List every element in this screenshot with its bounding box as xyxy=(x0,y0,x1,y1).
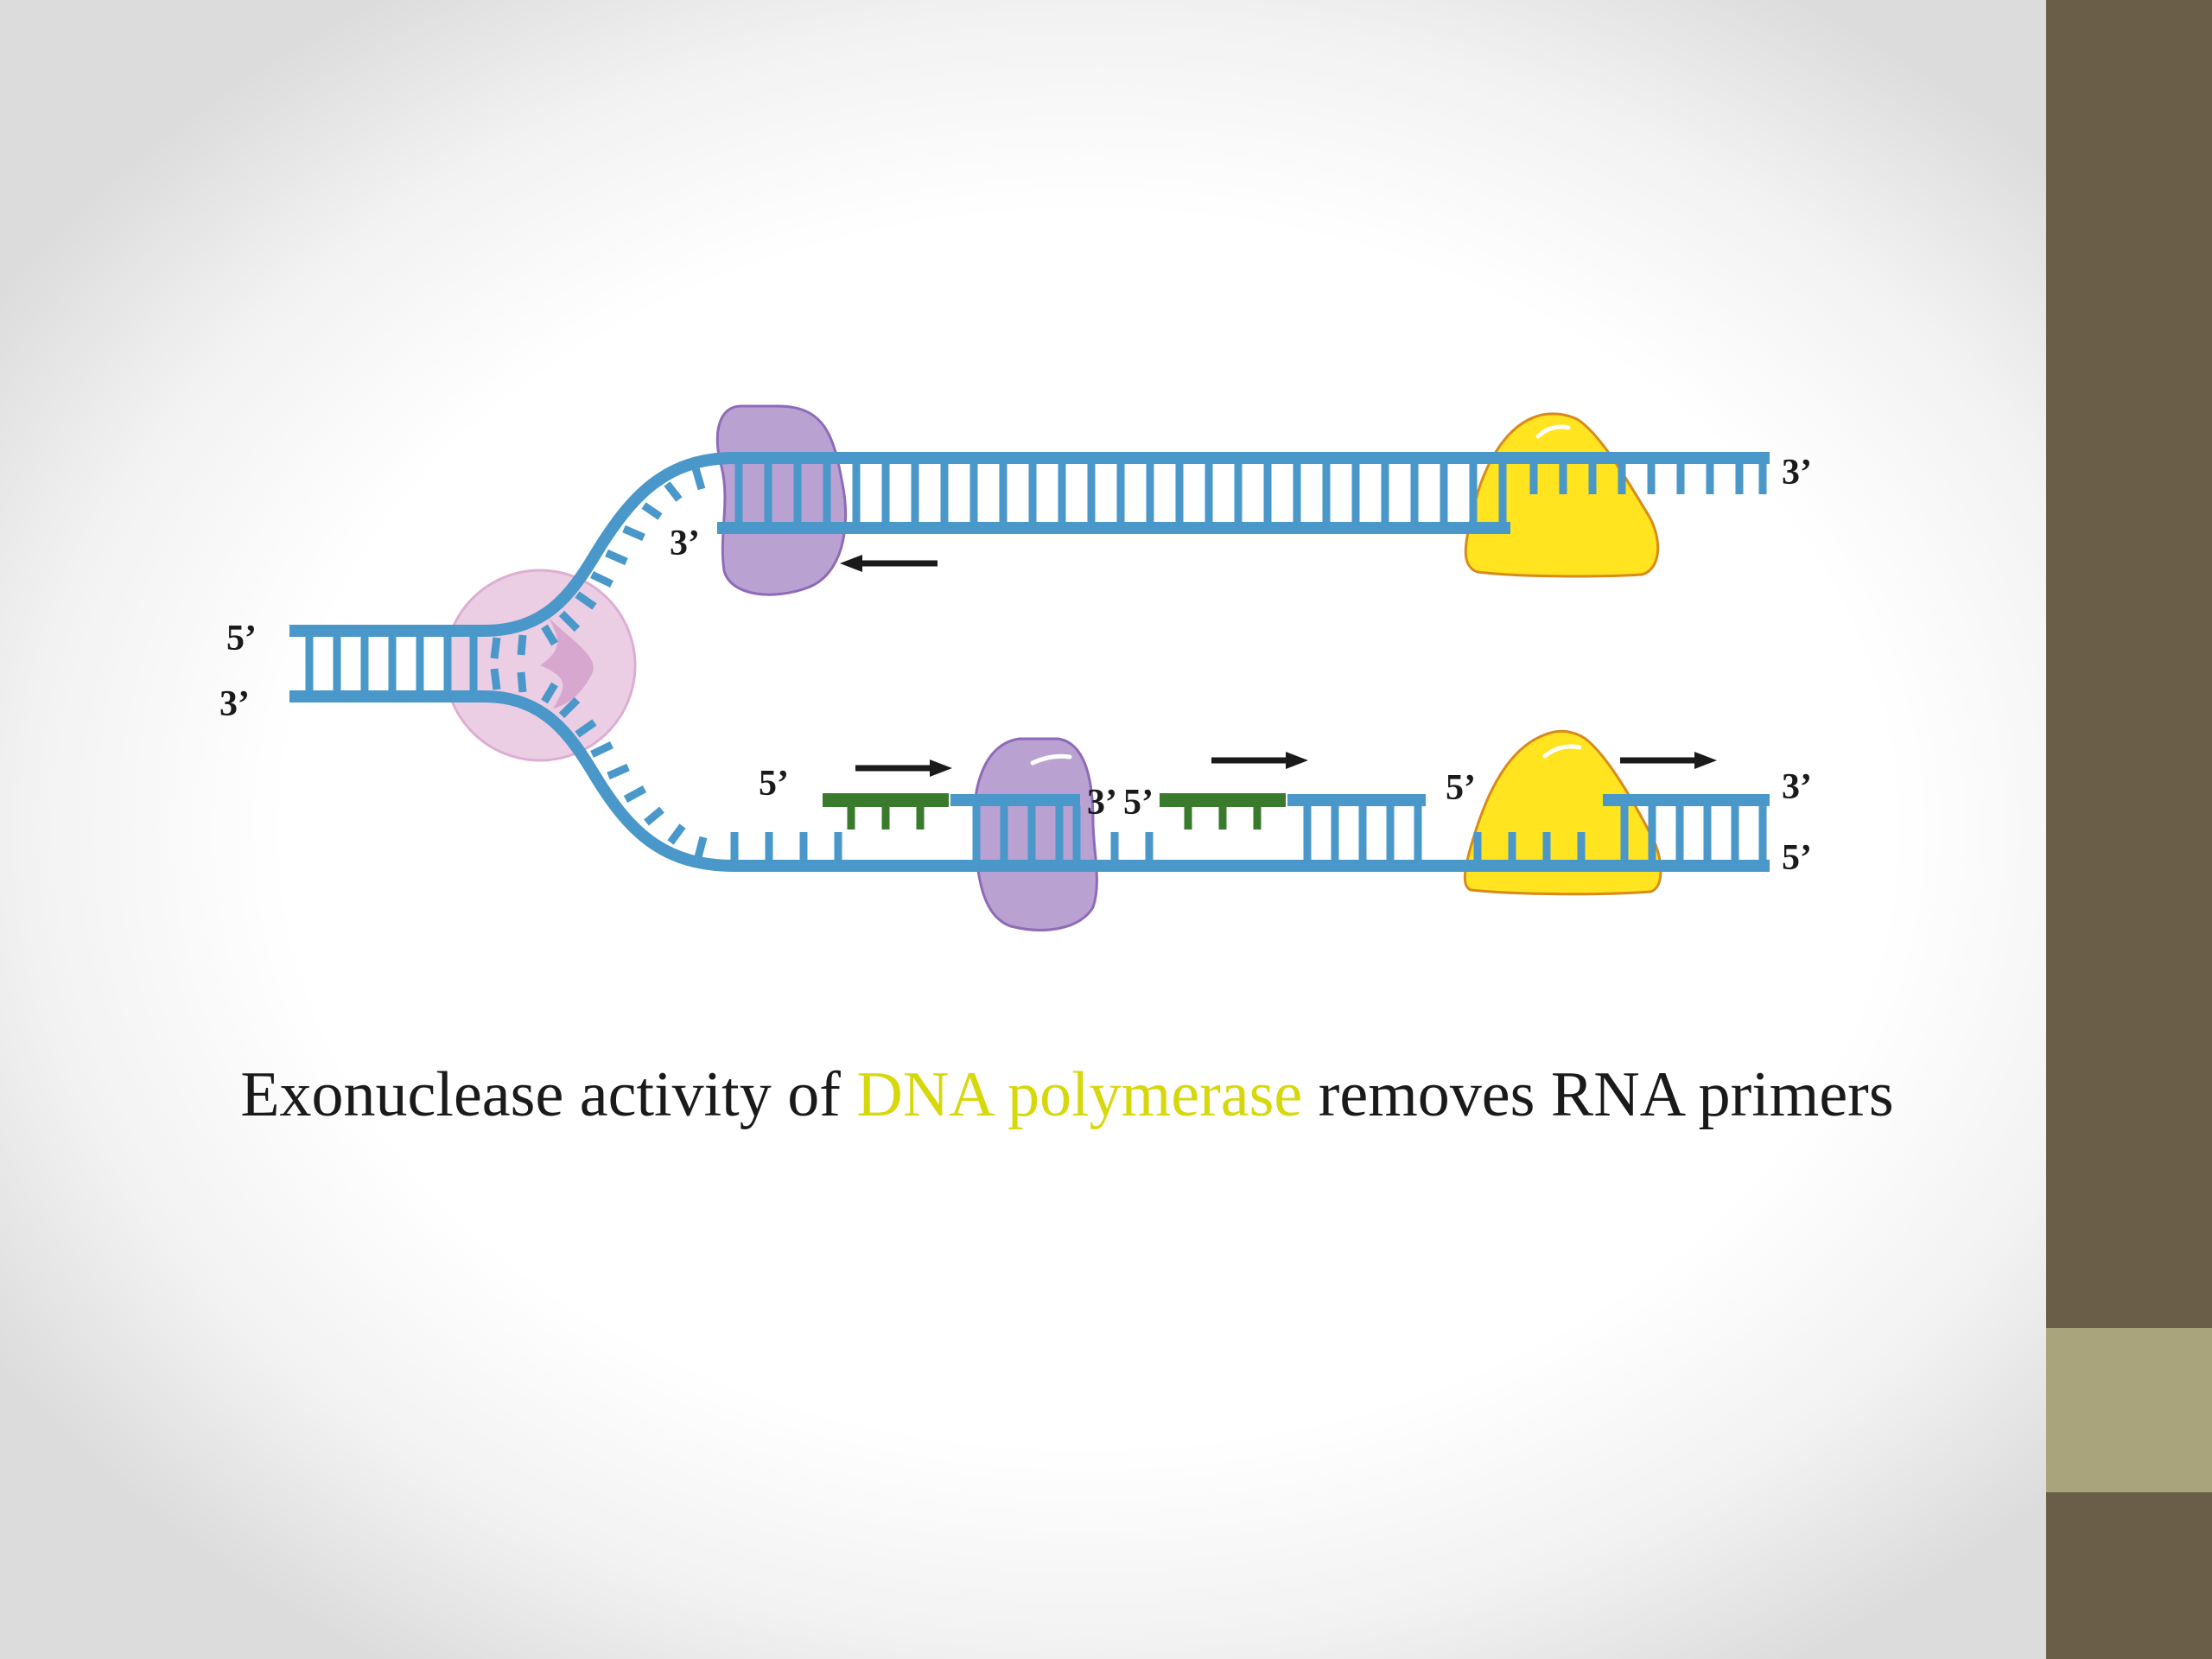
label-fragment-3prime: 3’ xyxy=(1087,783,1117,823)
dna-replication-diagram: 5’ 3’ 3’ 3’ 5’ 3’ 5’ 5’ 3’ 5’ xyxy=(219,404,1812,931)
slide-caption: Exonuclease activity of DNA polymerase r… xyxy=(0,1058,2134,1132)
rna-primer-1-rungs xyxy=(847,806,925,830)
label-bottom-right-5prime: 5’ xyxy=(1782,838,1812,878)
strand-labels: 5’ 3’ 3’ 3’ 5’ 3’ 5’ 5’ 3’ 5’ xyxy=(219,453,1812,878)
direction-arrows xyxy=(840,555,1717,777)
arrow-right-primer-2 xyxy=(1211,752,1308,769)
label-top-right-3prime: 3’ xyxy=(1782,453,1812,493)
top-ligase-highlight xyxy=(1535,424,1571,439)
arrow-left-leading xyxy=(840,555,938,572)
label-left-top-5prime: 5’ xyxy=(226,619,257,658)
parental-top-strand xyxy=(289,452,1770,637)
top-ligase-body xyxy=(1464,412,1660,578)
top-ligase xyxy=(1464,412,1660,578)
bottom-ligase-highlight xyxy=(1542,744,1582,759)
label-primer-1-5prime: 5’ xyxy=(759,764,789,804)
caption-highlight-dna-polymerase: DNA polymerase xyxy=(856,1059,1303,1130)
sidebar-bottom-block xyxy=(2046,1492,2212,1659)
label-fragment-3-5prime: 5’ xyxy=(1446,768,1476,808)
sidebar-decoration xyxy=(2046,0,2212,1659)
lagging-polymerase-highlight xyxy=(1030,753,1072,766)
label-leading-3prime: 3’ xyxy=(670,524,700,563)
lagging-duplex-rungs xyxy=(972,806,1767,860)
arrow-right-fragment-3 xyxy=(1620,752,1717,769)
arrow-right-primer-1 xyxy=(855,760,952,777)
dna-strands xyxy=(289,452,1770,872)
sidebar-top-block xyxy=(2046,0,2212,1328)
top-template-teeth xyxy=(1529,464,1767,494)
parental-duplex-rungs xyxy=(305,637,478,690)
parental-bottom-strand xyxy=(289,690,1770,872)
rna-primers xyxy=(823,793,1286,830)
helicase-notch xyxy=(540,618,594,709)
rna-primer-2-rungs xyxy=(1184,806,1262,830)
label-bottom-right-3prime: 3’ xyxy=(1782,767,1812,807)
label-left-bottom-3prime: 3’ xyxy=(219,684,250,724)
lagging-template-teeth xyxy=(730,832,1586,860)
caption-text-start: Exonuclease activity of xyxy=(240,1059,857,1130)
helicase xyxy=(443,569,637,762)
caption-text-end: removes RNA primers xyxy=(1302,1059,1894,1130)
fork-bottom-teeth xyxy=(490,668,708,859)
sidebar-accent-block xyxy=(2046,1328,2212,1492)
fork-top-teeth xyxy=(490,467,706,659)
label-primer-2-5prime: 5’ xyxy=(1123,783,1154,823)
leading-duplex-rungs xyxy=(734,464,1507,522)
